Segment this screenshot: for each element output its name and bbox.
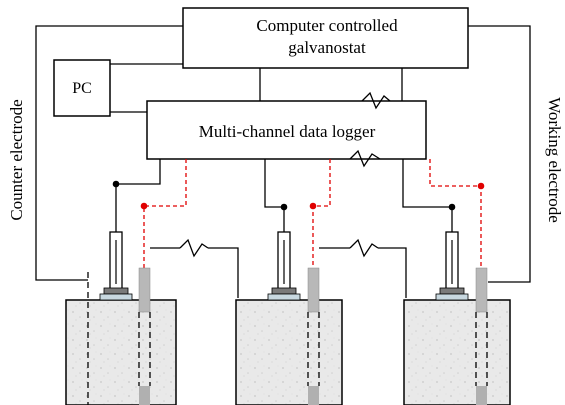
counter-electrode-wire bbox=[35, 25, 183, 281]
concrete-specimen-icon bbox=[235, 231, 343, 405]
working-electrode-label: Working electrode bbox=[545, 97, 564, 223]
reference-wire-1 bbox=[112, 159, 161, 232]
galvanostat-logger-link bbox=[259, 68, 403, 101]
galvanostat-box: Computer controlled galvanostat bbox=[182, 7, 469, 69]
reference-electrode-icon bbox=[435, 231, 469, 301]
pc-label: PC bbox=[72, 80, 92, 97]
data-logger-label: Multi-channel data logger bbox=[199, 122, 376, 141]
data-logger-box: Multi-channel data logger bbox=[146, 100, 427, 160]
galvanostat-label-line1: Computer controlled bbox=[256, 16, 398, 35]
pc-box: PC bbox=[53, 59, 111, 117]
working-electrode-wire bbox=[468, 25, 531, 283]
galvanostat-label-line2: galvanostat bbox=[288, 38, 366, 57]
signal-wire-2 bbox=[309, 159, 331, 268]
zigzag-resistor-icon bbox=[361, 91, 391, 110]
reference-electrode-icon bbox=[267, 231, 301, 301]
counter-electrode-label: Counter electrode bbox=[7, 99, 26, 220]
specimen-link-2 bbox=[319, 238, 407, 298]
reference-wire-3 bbox=[402, 159, 456, 232]
concrete-specimen-icon bbox=[403, 231, 511, 405]
concrete-specimen-icon bbox=[65, 231, 177, 405]
specimen-link-1 bbox=[150, 238, 239, 298]
reference-wire-2 bbox=[264, 159, 288, 232]
signal-wire-1 bbox=[140, 159, 187, 268]
signal-wire-3 bbox=[429, 159, 485, 268]
zigzag-resistor-icon bbox=[349, 149, 381, 168]
reference-electrode-icon bbox=[99, 231, 133, 301]
